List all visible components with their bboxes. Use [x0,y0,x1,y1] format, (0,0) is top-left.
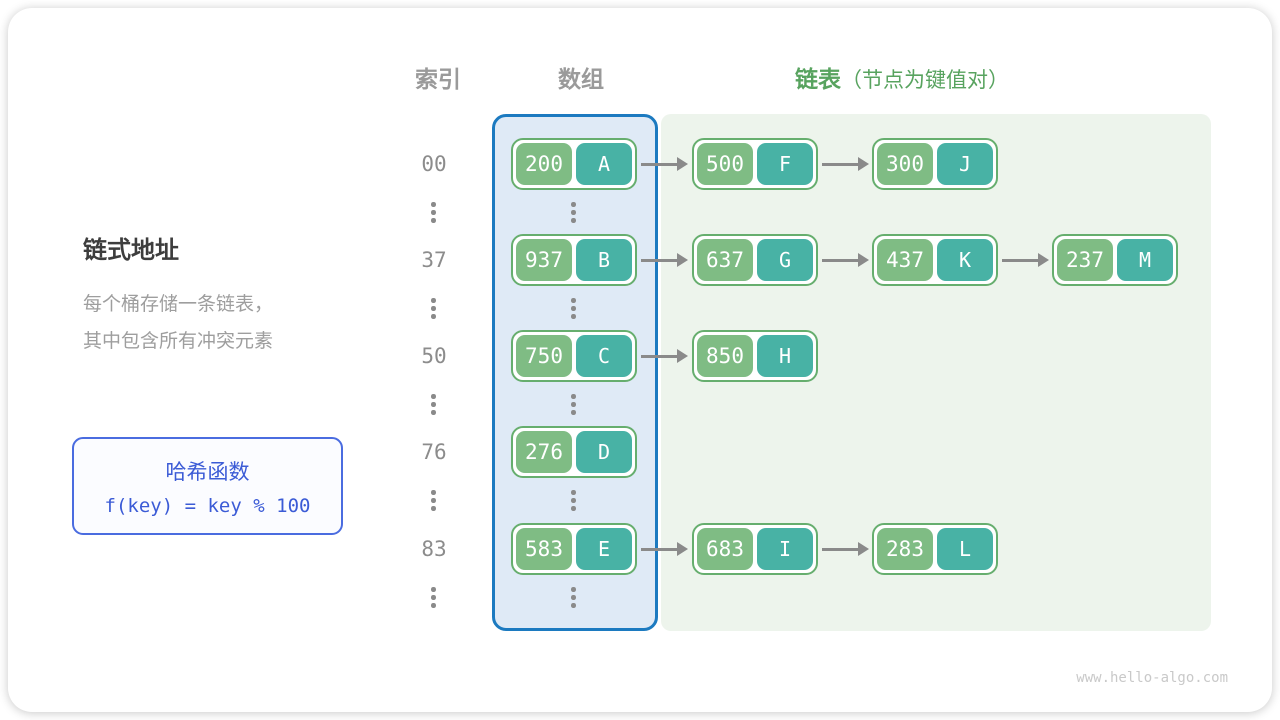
ellipsis-dots [571,394,576,415]
next-pointer-arrow [641,157,688,171]
arrow-head-icon [858,253,869,267]
node-value: J [937,143,993,185]
arrow-line [822,547,860,551]
page-title: 链式地址 [83,237,179,264]
node-value: I [757,528,813,570]
node-key: 683 [697,528,753,570]
column-header-list-title: 链表 [795,66,841,92]
description-line: 每个桶存储一条链表， [83,294,274,315]
ellipsis-dots [571,587,576,608]
node-key: 500 [697,143,753,185]
node-value: M [1117,239,1173,281]
node-key: 637 [697,239,753,281]
node-key: 850 [697,335,753,377]
next-pointer-arrow [822,157,869,171]
arrow-head-icon [677,349,688,363]
description-text: 每个桶存储一条链表， 其中包含所有冲突元素 [83,286,273,360]
index-label: 76 [421,440,447,464]
index-label: 50 [421,344,447,368]
column-header-array: 数组 [558,66,604,92]
index-label: 00 [421,152,447,176]
watermark: www.hello-algo.com [1076,670,1228,686]
node-key: 200 [516,143,572,185]
diagram-card: 索引 数组 链表（节点为键值对） 链式地址 每个桶存储一条链表， 其中包含所有冲… [8,8,1272,712]
next-pointer-arrow [641,349,688,363]
node-value: E [576,528,632,570]
ellipsis-dots [431,490,436,511]
node-value: H [757,335,813,377]
hash-function-box: 哈希函数 f(key) = key % 100 [72,437,343,535]
ellipsis-dots [431,394,436,415]
ellipsis-dots [431,298,436,319]
index-label: 37 [421,248,447,272]
index-label: 83 [421,537,447,561]
hash-function-title: 哈希函数 [165,460,250,484]
column-header-index: 索引 [415,66,461,92]
next-pointer-arrow [641,253,688,267]
column-header-list-note: （节点为键值对） [841,69,1009,92]
ellipsis-dots [431,202,436,223]
arrow-head-icon [677,542,688,556]
arrow-head-icon [677,253,688,267]
arrow-head-icon [858,157,869,171]
node-key: 237 [1057,239,1113,281]
node-value: G [757,239,813,281]
arrow-head-icon [677,157,688,171]
node-value: L [937,528,993,570]
next-pointer-arrow [641,542,688,556]
column-header-list: 链表（节点为键值对） [795,60,1009,94]
node-value: F [757,143,813,185]
ellipsis-dots [431,587,436,608]
node-key: 300 [877,143,933,185]
ellipsis-dots [571,298,576,319]
description-line: 其中包含所有冲突元素 [83,331,274,352]
node-key: 276 [516,431,572,473]
node-key: 583 [516,528,572,570]
node-key: 750 [516,335,572,377]
next-pointer-arrow [1002,253,1049,267]
hash-function-formula: f(key) = key % 100 [104,494,311,517]
arrow-line [641,547,679,551]
node-key: 283 [877,528,933,570]
arrow-line [822,258,860,262]
arrow-head-icon [1038,253,1049,267]
node-key: 437 [877,239,933,281]
arrow-head-icon [858,542,869,556]
arrow-line [641,258,679,262]
arrow-line [641,162,679,166]
node-value: D [576,431,632,473]
arrow-line [1002,258,1040,262]
node-value: K [937,239,993,281]
ellipsis-dots [571,490,576,511]
node-value: A [576,143,632,185]
arrow-line [822,162,860,166]
arrow-line [641,354,679,358]
node-key: 937 [516,239,572,281]
node-value: C [576,335,632,377]
next-pointer-arrow [822,542,869,556]
ellipsis-dots [571,202,576,223]
node-value: B [576,239,632,281]
next-pointer-arrow [822,253,869,267]
